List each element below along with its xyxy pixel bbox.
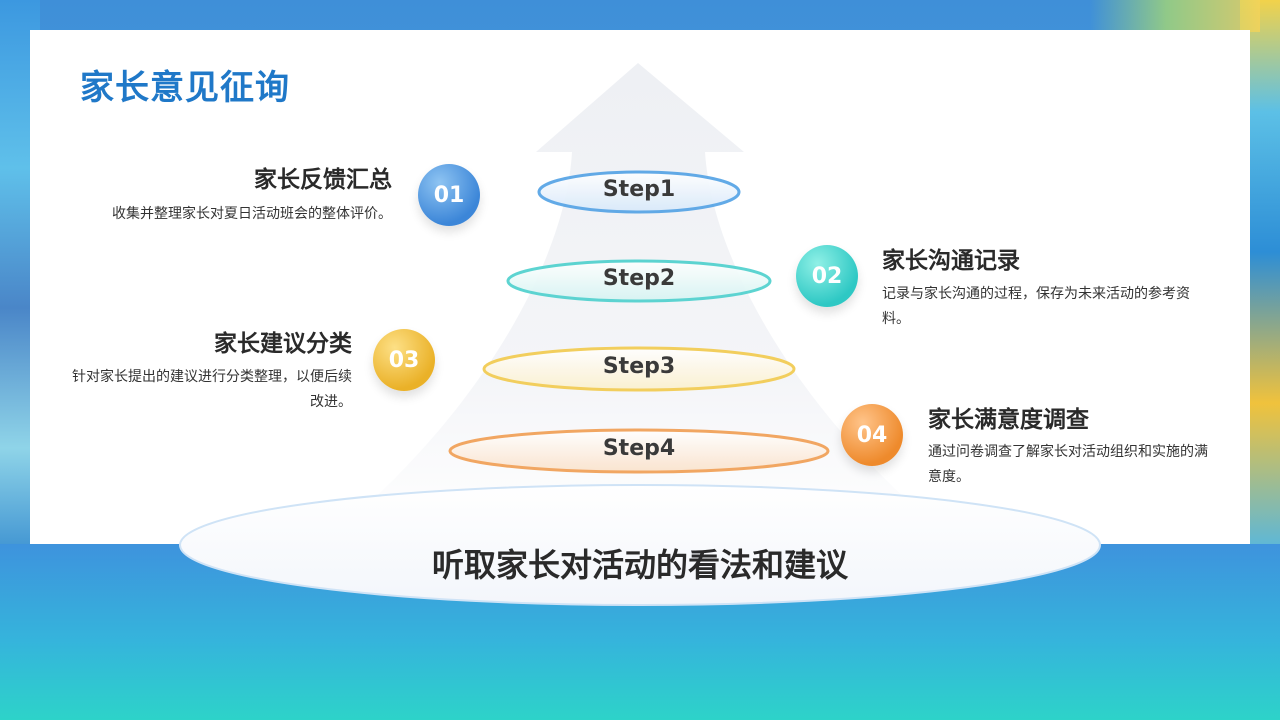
step4-ring — [448, 428, 830, 474]
item-04-desc: 通过问卷调查了解家长对活动组织和实施的满意度。 — [928, 444, 1208, 485]
item-01-title: 家长反馈汇总 — [254, 167, 392, 193]
page-title: 家长意见征询 — [80, 68, 290, 108]
step2-ring — [506, 259, 772, 303]
item-03-desc: 针对家长提出的建议进行分类整理，以便后续改进。 — [72, 369, 352, 410]
badge-02: 02 — [796, 245, 858, 307]
item-01-desc: 收集并整理家长对夏日活动班会的整体评价。 — [112, 206, 392, 222]
step3-label: Step3 — [602, 354, 676, 379]
background-top-texture — [1090, 0, 1260, 32]
badge-01: 01 — [418, 164, 480, 226]
step2-label: Step2 — [602, 266, 676, 291]
badge-03: 03 — [373, 329, 435, 391]
base-ellipse — [179, 484, 1101, 606]
arrow-shape — [320, 63, 960, 545]
item-02-title: 家长沟通记录 — [882, 248, 1020, 274]
item-02-desc: 记录与家长沟通的过程，保存为未来活动的参考资料。 — [882, 286, 1190, 327]
item-03-title: 家长建议分类 — [214, 331, 352, 357]
badge-04: 04 — [841, 404, 903, 466]
step1-ring — [537, 170, 741, 214]
base-caption: 听取家长对活动的看法和建议 — [431, 546, 848, 584]
step3-ring — [482, 346, 796, 392]
item-04-title: 家长满意度调查 — [928, 407, 1089, 433]
step1-label: Step1 — [602, 177, 676, 202]
step4-label: Step4 — [602, 436, 676, 461]
